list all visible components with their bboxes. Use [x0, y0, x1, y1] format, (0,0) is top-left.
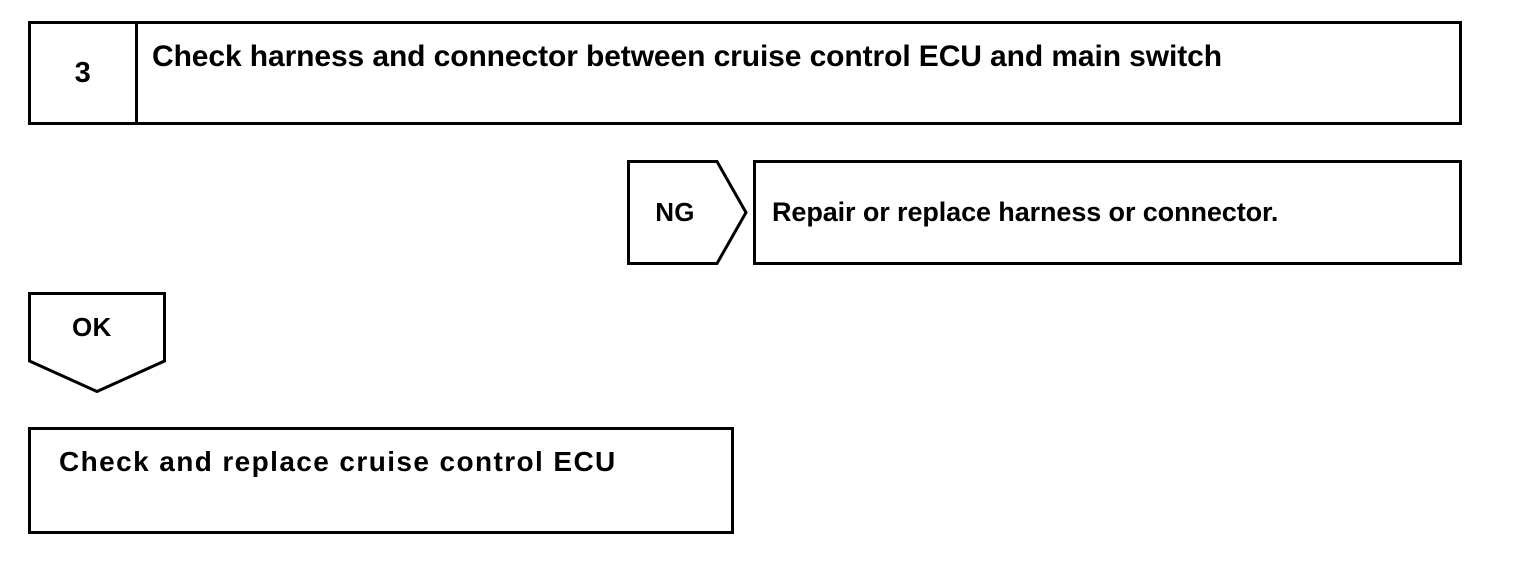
ok-branch-arrow-icon — [28, 292, 166, 393]
ng-branch-arrow-icon — [627, 160, 748, 265]
ok-result-box: Check and replace cruise control ECU — [28, 427, 734, 534]
step-description: Check harness and connector between crui… — [152, 40, 1222, 73]
step-row: 3 Check harness and connector between cr… — [28, 21, 1462, 125]
ng-branch-label: NG — [655, 197, 695, 227]
step-number: 3 — [74, 56, 92, 89]
ok-branch-label: OK — [72, 311, 112, 342]
ng-result-text: Repair or replace harness or connector. — [772, 197, 1279, 228]
ng-result-box: Repair or replace harness or connector. — [753, 160, 1462, 265]
ok-result-text: Check and replace cruise control ECU — [59, 446, 617, 477]
step-number-cell: 3 — [31, 24, 138, 122]
step-description-cell: Check harness and connector between crui… — [138, 24, 1459, 122]
